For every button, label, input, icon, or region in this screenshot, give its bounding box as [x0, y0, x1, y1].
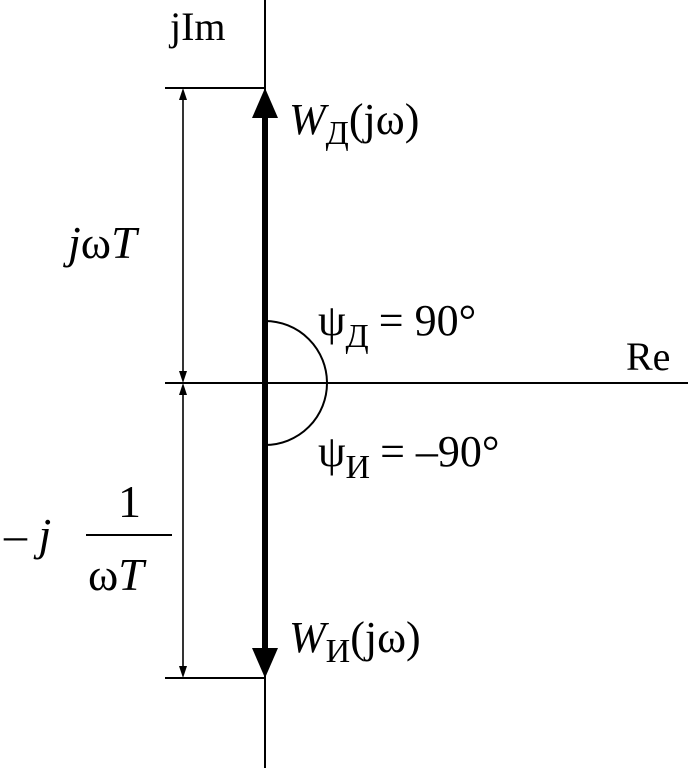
fraction-denominator: ωT [88, 549, 147, 600]
angle-arc-differentiator [264, 320, 328, 384]
vector-differentiator-arrowhead [252, 88, 278, 118]
dimension-arrow-lower-bottom [179, 666, 187, 678]
dimension-arrow-lower-top [179, 383, 187, 395]
dimension-arrow-upper-top [179, 88, 187, 100]
dimension-label-upper: jωT [63, 217, 140, 268]
real-axis-label: Re [626, 334, 670, 379]
fraction-numerator: 1 [118, 476, 141, 527]
angle-label-integrator: ψИ= –90° [318, 427, 500, 486]
angle-label-differentiator: ψД= 90° [318, 296, 476, 355]
vector-label-differentiator: WД(jω) [289, 95, 419, 152]
angle-arc-integrator [264, 382, 328, 446]
dimension-arrow-upper-bottom [179, 371, 187, 383]
vector-integrator-arrowhead [252, 648, 278, 678]
vector-label-integrator: WИ(jω) [289, 613, 421, 670]
imaginary-axis-label: jIm [168, 4, 226, 49]
dimension-label-lower-prefix: – j [3, 509, 51, 560]
